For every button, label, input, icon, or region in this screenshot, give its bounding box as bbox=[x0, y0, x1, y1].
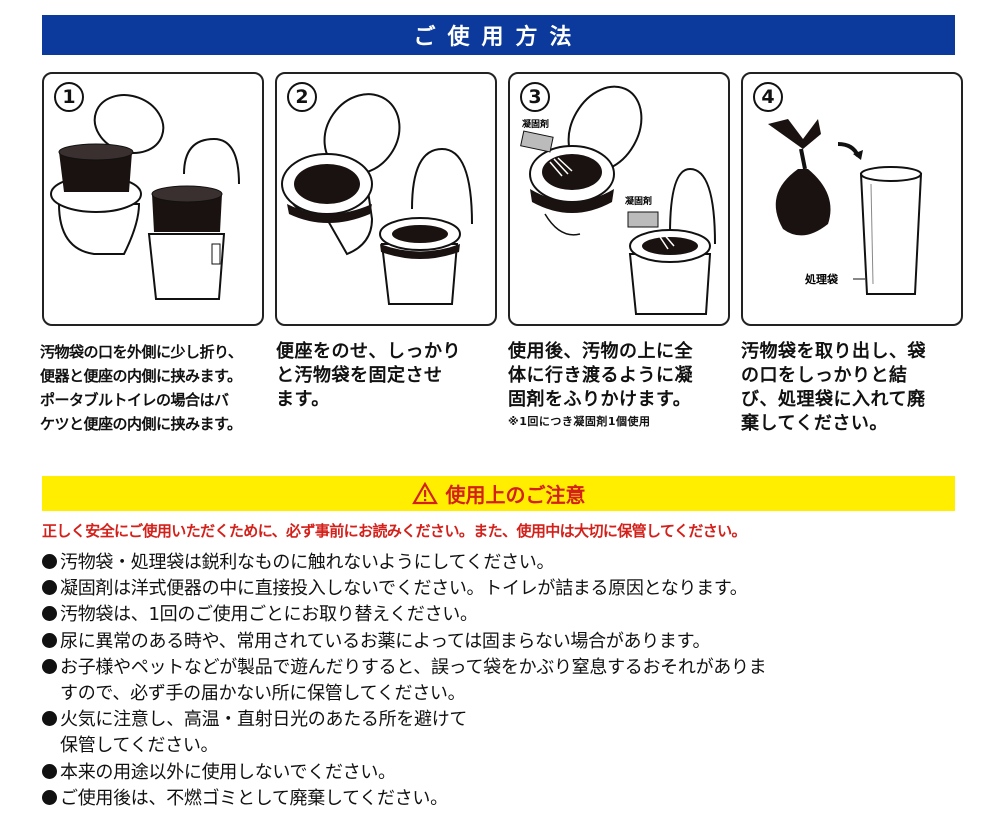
caution-item: ご使用後は、不燃ゴミとして廃棄してください。 bbox=[42, 786, 766, 812]
step-2-line: 便座をのせ、しっかり bbox=[276, 341, 461, 362]
coagulant-sprinkle-illustration: 凝固剤 凝固剤 bbox=[520, 85, 716, 315]
usage-header: ご使用方法 bbox=[42, 15, 955, 55]
caution-item: 汚物袋は、1回のご使用ごとにお取り替えください。 bbox=[42, 602, 766, 628]
step-3-note: ※1回につき凝固剤1個使用 bbox=[508, 415, 651, 428]
coagulant-label-2: 凝固剤 bbox=[625, 195, 652, 207]
step-4-line: 汚物袋を取り出し、袋 bbox=[741, 341, 926, 362]
bullet-icon bbox=[42, 580, 57, 596]
caution-title: 使用上のご注意 bbox=[445, 483, 586, 507]
disposal-bag-label: 処理袋 bbox=[804, 272, 839, 286]
caution-text: 汚物袋・処理袋は鋭利なものに触れないようにしてください。 bbox=[60, 552, 555, 573]
step-4-line: び、処理袋に入れて廃 bbox=[741, 389, 926, 410]
step-1-line: 汚物袋の口を外側に少し折り、 bbox=[40, 343, 243, 361]
step-2-number: 2 bbox=[287, 82, 317, 112]
caution-text: 火気に注意し、高温・直射日光のあたる所を避けて bbox=[60, 709, 468, 731]
step-3-line: 体に行き渡るように凝 bbox=[508, 365, 693, 386]
caution-intro: 正しく安全にご使用いただくために、必ず事前にお読みください。また、使用中は大切に… bbox=[42, 522, 747, 540]
step-1-line: ポータブルトイレの場合はバ bbox=[40, 391, 229, 409]
caution-header: 使用上のご注意 bbox=[42, 476, 955, 511]
step-4-line: 棄してください。 bbox=[741, 413, 888, 434]
bullet-icon bbox=[42, 606, 57, 622]
step-4-number: 4 bbox=[753, 82, 783, 112]
tied-bag-disposal-illustration: 処理袋 bbox=[768, 119, 923, 295]
warning-icon bbox=[411, 482, 438, 505]
caution-text: すので、必ず手の届かない所に保管してください。 bbox=[60, 683, 466, 705]
step-2-illustration: 2 bbox=[275, 72, 497, 326]
step-4-line: の口をしっかりと結 bbox=[741, 365, 908, 386]
caution-item: 凝固剤は洋式便器の中に直接投入しないでください。トイレが詰まる原因となります。 bbox=[42, 576, 766, 602]
step-3-line: 使用後、汚物の上に全 bbox=[508, 341, 693, 362]
step-3-number: 3 bbox=[520, 82, 550, 112]
toilet-with-bag-illustration bbox=[50, 94, 240, 300]
caution-text: 汚物袋は、1回のご使用ごとにお取り替えください。 bbox=[60, 604, 478, 626]
coagulant-label-1: 凝固剤 bbox=[522, 118, 549, 130]
bullet-icon bbox=[42, 658, 57, 674]
step-1-line: ケツと便座の内側に挟みます。 bbox=[40, 415, 242, 433]
step-1-number: 1 bbox=[54, 82, 84, 112]
step-2-line: と汚物袋を固定させ bbox=[276, 365, 443, 386]
bullet-icon bbox=[42, 632, 57, 648]
bullet-icon bbox=[42, 711, 57, 727]
caution-item: 火気に注意し、高温・直射日光のあたる所を避けて保管してください。 bbox=[42, 707, 766, 759]
caution-text: 尿に異常のある時や、常用されているお薬によっては固まらない場合があります。 bbox=[60, 630, 711, 652]
step-4-instructions: 汚物袋を取り出し、袋 の口をしっかりと結 び、処理袋に入れて廃 棄してください。 bbox=[741, 340, 926, 436]
step-1-instructions: 汚物袋の口を外側に少し折り、 便器と便座の内側に挟みます。 ポータブルトイレの場… bbox=[40, 340, 243, 436]
step-2-line: ます。 bbox=[276, 389, 330, 410]
step-3-instructions: 使用後、汚物の上に全 体に行き渡るように凝 固剤をふりかけます。 ※1回につき凝… bbox=[508, 340, 693, 432]
caution-text: お子様やペットなどが製品で遊んだりすると、誤って袋をかぶり窒息するおそれがありま bbox=[60, 656, 767, 678]
caution-item: お子様やペットなどが製品で遊んだりすると、誤って袋をかぶり窒息するおそれがありま… bbox=[42, 655, 767, 707]
caution-item: 本来の用途以外に使用しないでください。 bbox=[42, 760, 766, 786]
caution-item: 尿に異常のある時や、常用されているお薬によっては固まらない場合があります。 bbox=[42, 629, 766, 655]
bullet-icon bbox=[42, 554, 57, 569]
caution-list: 汚物袋・処理袋は鋭利なものに触れないようにしてください。 凝固剤は洋式便器の中に… bbox=[42, 550, 767, 812]
step-1-illustration: 1 bbox=[42, 72, 264, 326]
caution-text: 本来の用途以外に使用しないでください。 bbox=[60, 761, 396, 783]
step-1-line: 便器と便座の内側に挟みます。 bbox=[40, 367, 242, 385]
bullet-icon bbox=[42, 789, 57, 805]
caution-item: 汚物袋・処理袋は鋭利なものに触れないようにしてください。 bbox=[42, 550, 766, 576]
toilet-seat-fixed-illustration bbox=[281, 93, 473, 305]
caution-text: 凝固剤は洋式便器の中に直接投入しないでください。トイレが詰まる原因となります。 bbox=[60, 578, 748, 600]
step-4-illustration: 処理袋 4 bbox=[741, 72, 963, 326]
bullet-icon bbox=[42, 763, 57, 779]
step-3-line: 固剤をふりかけます。 bbox=[508, 389, 692, 410]
step-2-instructions: 便座をのせ、しっかり と汚物袋を固定させ ます。 bbox=[276, 340, 461, 412]
usage-title: ご使用方法 bbox=[413, 25, 584, 50]
caution-text: 保管してください。 bbox=[60, 735, 219, 757]
caution-text: ご使用後は、不燃ゴミとして廃棄してください。 bbox=[60, 787, 448, 809]
step-3-illustration: 凝固剤 凝固剤 3 bbox=[508, 72, 730, 326]
